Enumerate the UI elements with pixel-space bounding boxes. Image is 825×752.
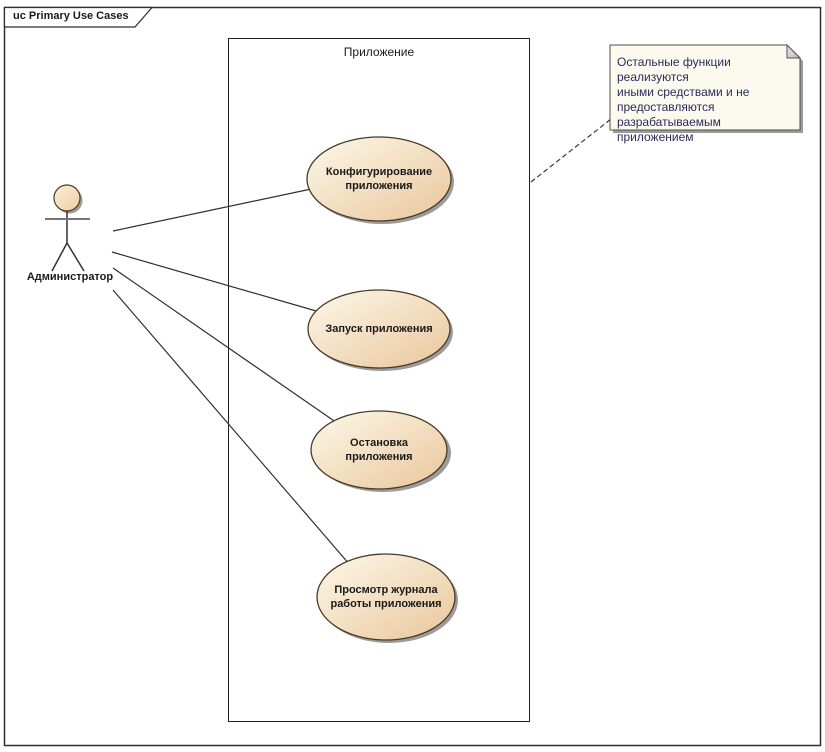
actor-leg-left — [51, 242, 68, 272]
note-link-connector[interactable] — [530, 118, 612, 183]
actor-leg-right — [66, 242, 85, 272]
use-case-configure-app[interactable] — [306, 136, 452, 222]
note-fold-corner-icon — [786, 43, 802, 59]
actor-figure-icon[interactable] — [45, 184, 90, 272]
association-line-start[interactable] — [111, 251, 331, 316]
frame-title-tab — [3, 6, 154, 28]
association-line-configure[interactable] — [112, 184, 331, 232]
actor-head — [53, 184, 81, 212]
use-case-stop-app[interactable] — [310, 410, 448, 490]
use-case-view-log[interactable] — [316, 553, 456, 641]
association-line-stop[interactable] — [112, 267, 341, 426]
use-case-start-app[interactable] — [307, 289, 451, 369]
association-line-viewlog[interactable] — [112, 289, 351, 566]
note[interactable] — [609, 44, 801, 131]
